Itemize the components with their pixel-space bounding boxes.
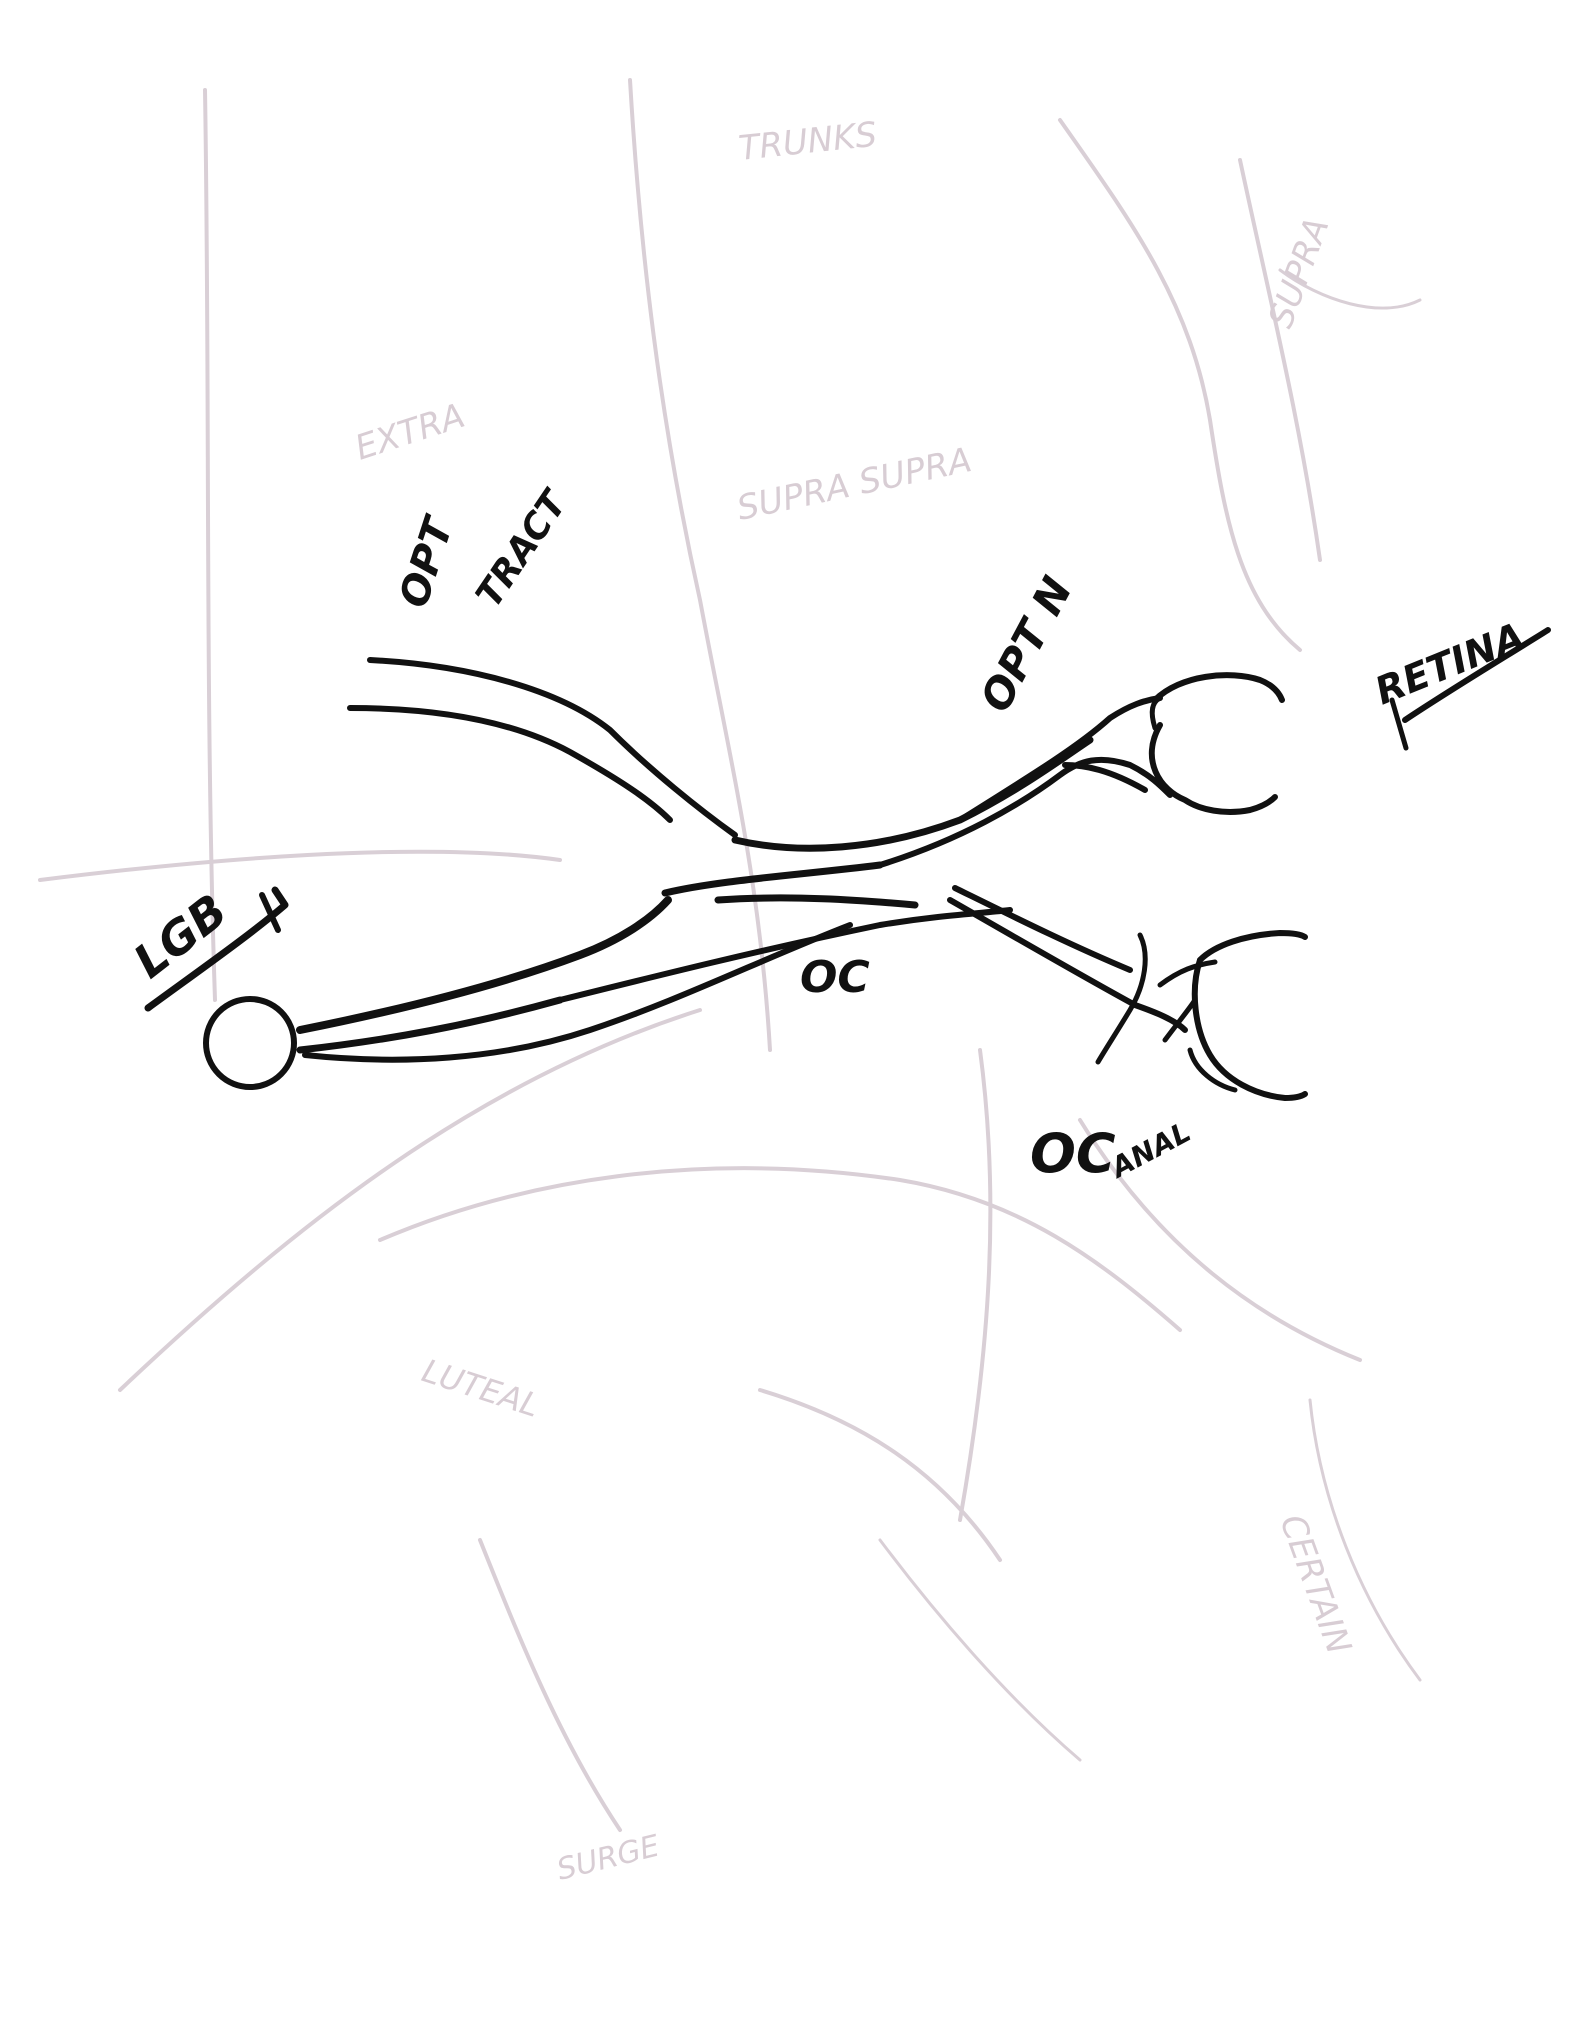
- optic-tract: [347, 657, 738, 838]
- bleed-through-layer: TRUNKS EXTRA SUPRA SUPRA SUPRA CERTAIN L…: [38, 78, 1422, 1888]
- label-opt-n: OPT N: [971, 569, 1082, 720]
- svg-text:SURGE: SURGE: [553, 1829, 662, 1888]
- label-opt-tract-2: TRACT: [468, 482, 576, 615]
- retina-pointer: [1402, 627, 1551, 723]
- eye-lower: [1187, 930, 1308, 1101]
- svg-text:CERTAIN: CERTAIN: [1272, 1509, 1359, 1659]
- lgb-node: [203, 996, 297, 1090]
- label-oc-anal-sub: ANAL: [1104, 1115, 1196, 1185]
- lgb-bundle: [296, 896, 1013, 1063]
- label-oc-anal-main: OC: [1030, 1122, 1116, 1185]
- eye-upper: [1148, 672, 1285, 815]
- optic-nerve-upper: [877, 695, 1173, 868]
- label-opt-tract-1: OPT: [391, 510, 464, 613]
- svg-text:EXTRA: EXTRA: [350, 396, 469, 469]
- optic-chiasm: [661, 736, 1094, 909]
- svg-text:LUTEAL: LUTEAL: [418, 1351, 545, 1424]
- lgb-pointer: [144, 886, 289, 1012]
- retina-pointer-tick: [1389, 697, 1409, 751]
- svg-text:SUPRA SUPRA: SUPRA SUPRA: [734, 440, 976, 529]
- svg-text:TRUNKS: TRUNKS: [737, 115, 879, 169]
- lgb-pointer-tick: [259, 892, 281, 933]
- svg-text:SUPRA: SUPRA: [1261, 212, 1338, 333]
- ciliary-squiggle: [1095, 932, 1218, 1065]
- label-oc: OC: [800, 952, 870, 1003]
- label-retina: RETINA: [1369, 614, 1531, 713]
- label-lgb: LGB: [124, 883, 238, 988]
